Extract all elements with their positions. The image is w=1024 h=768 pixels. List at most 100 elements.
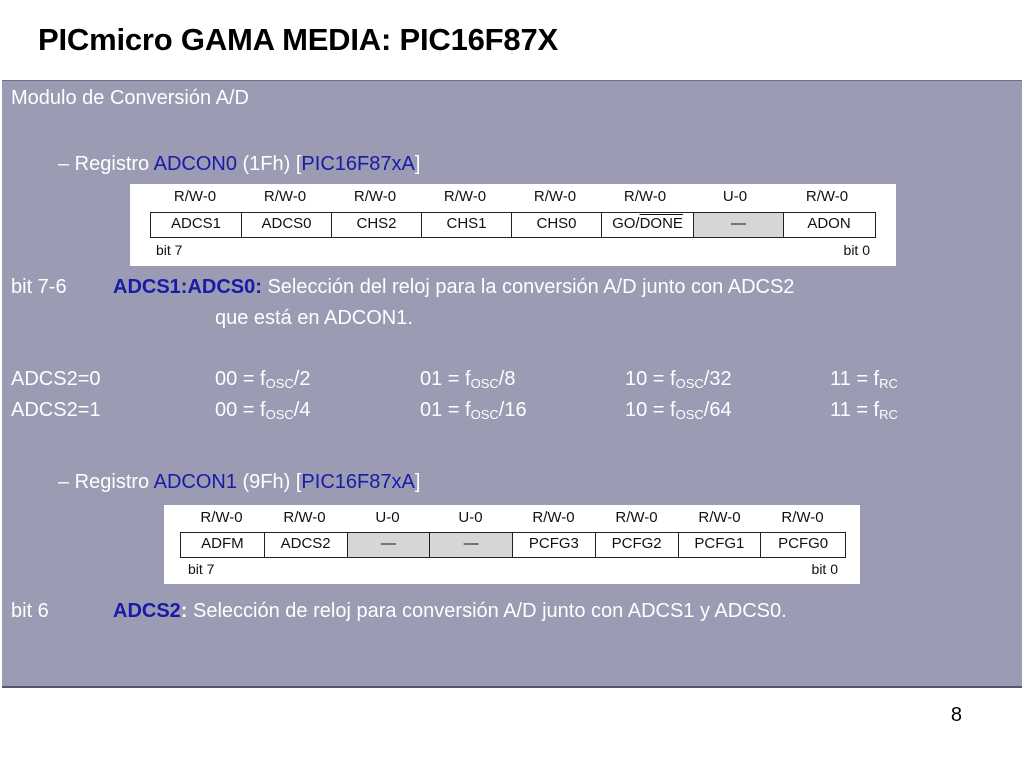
- cell-prefix: 00 = f: [215, 368, 266, 390]
- adcon1-name: ADCON1: [153, 471, 237, 493]
- cell-prefix: 10 = f: [625, 399, 676, 421]
- bit6-label: bit 6: [11, 600, 49, 622]
- adcs2-0-00: 00 = fOSC/2: [215, 368, 310, 391]
- adcon1-bit: ADFM: [201, 535, 244, 552]
- adcon1-access: R/W-0: [200, 509, 243, 526]
- adcon1-access-row: R/W-0 R/W-0 U-0 U-0 R/W-0 R/W-0 R/W-0 R/…: [180, 509, 844, 526]
- section-heading: Modulo de Conversión A/D: [11, 87, 249, 109]
- slide-title: PICmicro GAMA MEDIA: PIC16F87X: [38, 22, 558, 57]
- bit6-desc-line: ADCS2: Selección de reloj para conversió…: [113, 600, 787, 623]
- cell-value: /2: [293, 368, 311, 390]
- adcon0-access: U-0: [722, 188, 748, 205]
- adcon1-chip: PIC16F87xA: [301, 471, 415, 493]
- bit76-name: ADCS1:ADCS0:: [113, 276, 262, 298]
- cell-value: /4: [293, 399, 311, 421]
- adcon1-prefix: – Registro: [58, 471, 154, 493]
- adcon1-close: ]: [414, 471, 421, 493]
- cell-value: /8: [498, 368, 516, 390]
- cell-value: /16: [498, 399, 527, 421]
- adcon0-bit-hi: bit 7: [156, 242, 183, 258]
- cell-sub: OSC: [675, 376, 704, 391]
- cell-sub: OSC: [265, 376, 294, 391]
- adcon1-bit: PCFG3: [512, 533, 595, 557]
- adcon0-access: R/W-0: [443, 188, 487, 205]
- adcon0-access: R/W-0: [173, 188, 217, 205]
- adcon1-access: R/W-0: [781, 509, 824, 526]
- cell-prefix: 00 = f: [215, 399, 266, 421]
- cell-prefix: 10 = f: [625, 368, 676, 390]
- adcon0-name: ADCON0: [153, 153, 237, 175]
- adcon1-register: R/W-0 R/W-0 U-0 U-0 R/W-0 R/W-0 R/W-0 R/…: [164, 505, 860, 584]
- cell-sub: RC: [879, 376, 898, 391]
- adcs2-1-01: 01 = fOSC/16: [420, 399, 527, 422]
- bit76-desc: Selección del reloj para la conversión A…: [261, 276, 795, 298]
- adcs2-0-01: 01 = fOSC/8: [420, 368, 515, 391]
- adcon0-access: R/W-0: [623, 188, 667, 205]
- cell-value: /64: [703, 399, 732, 421]
- adcon1-heading: – Registro ADCON1 (9Fh) [PIC16F87xA]: [58, 471, 420, 494]
- adcon0-bit: CHS0: [511, 213, 601, 237]
- adcs2-0-label: ADCS2=0: [11, 368, 101, 390]
- bit76-desc2: que está en ADCON1.: [215, 307, 413, 329]
- adcon0-prefix: – Registro: [58, 153, 154, 175]
- cell-prefix: 01 = f: [420, 368, 471, 390]
- adcon1-access: R/W-0: [615, 509, 658, 526]
- cell-prefix: 11 = f: [830, 399, 880, 421]
- adcs2-1-label: ADCS2=1: [11, 399, 101, 421]
- adcon1-access: R/W-0: [698, 509, 741, 526]
- cell-sub: RC: [879, 407, 898, 422]
- cell-prefix: 11 = f: [830, 368, 880, 390]
- adcon1-bit: PCFG0: [760, 533, 845, 557]
- adcon0-bit: CHS2: [331, 213, 421, 237]
- adcon1-bit-lo: bit 0: [811, 561, 838, 577]
- adcon0-bit: ADCS1: [170, 215, 222, 232]
- adcon0-close: ]: [414, 153, 421, 175]
- adcon1-bit-unimplemented: —: [346, 533, 430, 557]
- go-text: GO/: [612, 215, 640, 232]
- adcs2-1-11: 11 = fRC: [830, 399, 898, 422]
- cell-prefix: 01 = f: [420, 399, 471, 421]
- adcon0-addr: (1Fh) [: [236, 153, 302, 175]
- adcon0-bit: ADON: [783, 213, 874, 237]
- bit76-desc-line: ADCS1:ADCS0: Selección del reloj para la…: [113, 276, 794, 299]
- adcon1-bit: PCFG2: [594, 533, 678, 557]
- adcon1-addr: (9Fh) [: [236, 471, 302, 493]
- adcon0-access: R/W-0: [353, 188, 397, 205]
- adcon0-bit: CHS1: [421, 213, 511, 237]
- cell-value: /32: [703, 368, 732, 390]
- bit6-desc: Selección de reloj para conversión A/D j…: [187, 600, 787, 622]
- adcon0-chip: PIC16F87xA: [301, 153, 415, 175]
- adcon1-access: R/W-0: [283, 509, 326, 526]
- adcon0-bit: ADCS0: [241, 213, 331, 237]
- adcon0-bit-go-done: GO/DONE: [601, 213, 693, 237]
- done-text: DONE: [639, 215, 683, 232]
- adcon0-access: R/W-0: [263, 188, 307, 205]
- bit6-name: ADCS2: [113, 600, 181, 622]
- adcon1-bit: ADCS2: [263, 533, 347, 557]
- adcon0-access: R/W-0: [533, 188, 577, 205]
- adcon1-bit-cells: ADFM ADCS2 — — PCFG3 PCFG2 PCFG1 PCFG0: [180, 532, 846, 558]
- adcs2-0-10: 10 = fOSC/32: [625, 368, 732, 391]
- bit76-label: bit 7-6: [11, 276, 67, 298]
- cell-sub: OSC: [265, 407, 294, 422]
- page-number: 8: [950, 704, 962, 726]
- adcon1-bit-hi: bit 7: [188, 561, 215, 577]
- cell-sub: OSC: [470, 407, 499, 422]
- adcon0-register: R/W-0 R/W-0 R/W-0 R/W-0 R/W-0 R/W-0 U-0 …: [130, 184, 896, 266]
- adcs2-0-11: 11 = fRC: [830, 368, 898, 391]
- adcs2-1-00: 00 = fOSC/4: [215, 399, 310, 422]
- adcon0-heading: – Registro ADCON0 (1Fh) [PIC16F87xA]: [58, 153, 420, 176]
- cell-sub: OSC: [470, 376, 499, 391]
- adcon0-access: R/W-0: [805, 188, 849, 205]
- adcs2-1-10: 10 = fOSC/64: [625, 399, 732, 422]
- adcon0-access-row: R/W-0 R/W-0 R/W-0 R/W-0 R/W-0 R/W-0 U-0 …: [150, 188, 874, 205]
- adcon1-access: U-0: [458, 509, 483, 526]
- adcon0-bit-cells: ADCS1 ADCS0 CHS2 CHS1 CHS0 GO/DONE — ADO…: [150, 212, 876, 238]
- content-panel: Modulo de Conversión A/D – Registro ADCO…: [2, 80, 1022, 688]
- adcon0-bit-unimplemented: —: [693, 213, 783, 237]
- adcon1-bit-unimplemented: —: [429, 533, 512, 557]
- adcon1-access: U-0: [375, 509, 400, 526]
- adcon0-bit-lo: bit 0: [843, 242, 870, 258]
- cell-sub: OSC: [675, 407, 704, 422]
- adcon1-bit: PCFG1: [677, 533, 761, 557]
